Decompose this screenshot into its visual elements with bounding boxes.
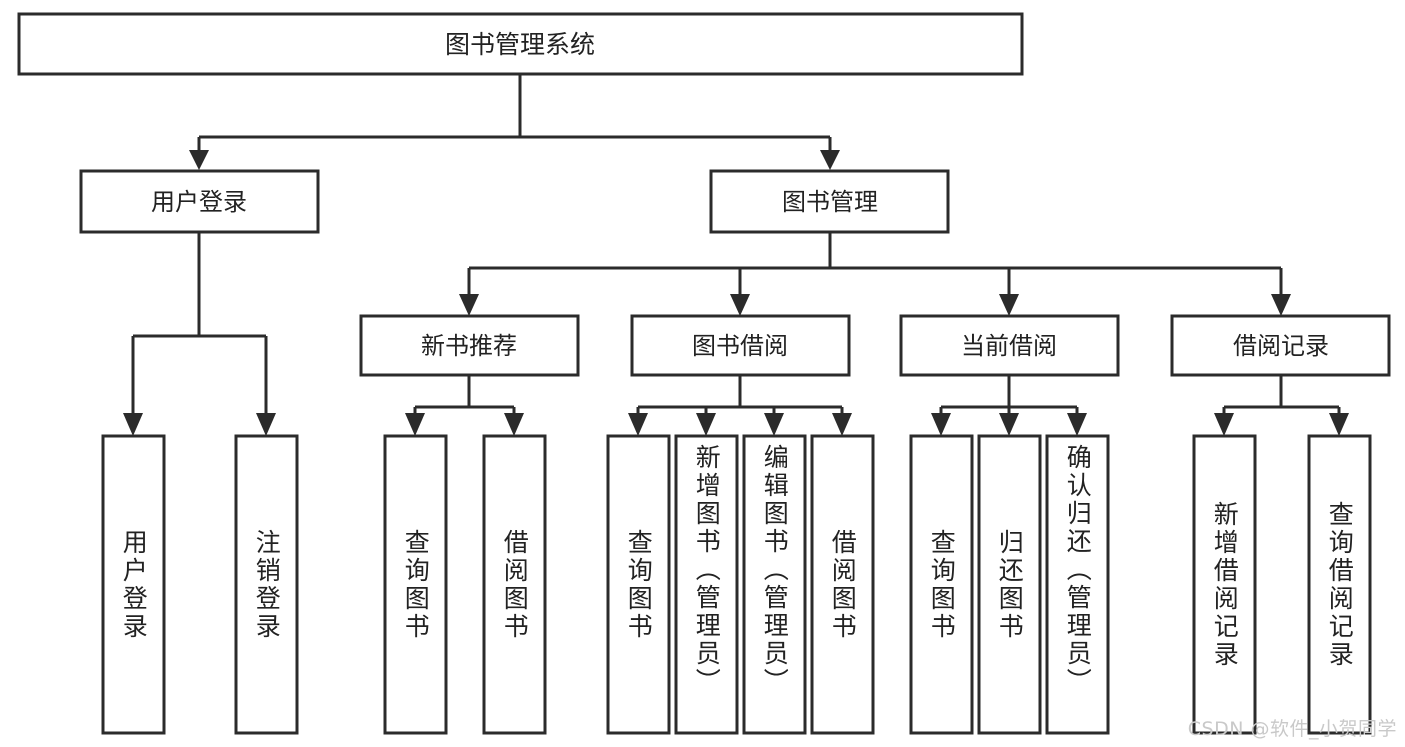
node-borrow-record[interactable]: 借阅记录: [1170, 314, 1391, 377]
leaf-box-layer: [101, 434, 1372, 735]
arrow-head-leaf-logout: [256, 413, 276, 436]
leaf-box-logout[interactable]: [234, 434, 299, 735]
node-new-book-recommend-label: 新书推荐: [421, 332, 517, 360]
node-root[interactable]: 图书管理系统: [17, 12, 1024, 76]
leaf-box-borrow-add-book[interactable]: [674, 434, 739, 735]
node-root-box[interactable]: [17, 12, 1024, 76]
arrow-head-current-leaf-2: [999, 413, 1019, 436]
node-book-management-box[interactable]: [709, 169, 950, 234]
arrow-head-book-mgmt: [820, 150, 840, 170]
node-book-management-label: 图书管理: [782, 188, 878, 216]
arrow-head-borrow-record: [1271, 294, 1291, 316]
leaf-box-recommend-borrow-book[interactable]: [482, 434, 547, 735]
arrow-head-recommend-leaf-2: [504, 413, 524, 436]
node-borrow-record-box[interactable]: [1170, 314, 1391, 377]
leaf-box-borrow-edit-book[interactable]: [742, 434, 807, 735]
node-current-borrow-box[interactable]: [899, 314, 1120, 377]
leaf-box-current-query-book[interactable]: [909, 434, 974, 735]
arrow-head-current-borrow: [999, 294, 1019, 316]
leaf-box-record-query[interactable]: [1307, 434, 1372, 735]
node-borrow-record-label: 借阅记录: [1233, 332, 1329, 360]
arrow-head-record-leaf-1: [1214, 413, 1234, 436]
arrow-head-borrow-leaf-3: [764, 413, 784, 436]
node-book-borrow[interactable]: 图书借阅: [630, 314, 851, 377]
node-book-borrow-label: 图书借阅: [692, 332, 788, 360]
arrow-head-book-borrow: [730, 294, 750, 316]
node-current-borrow[interactable]: 当前借阅: [899, 314, 1120, 377]
arrow-head-record-leaf-2: [1329, 413, 1349, 436]
arrow-head-borrow-leaf-4: [832, 413, 852, 436]
node-current-borrow-label: 当前借阅: [961, 332, 1057, 360]
leaf-box-current-return-book[interactable]: [977, 434, 1042, 735]
node-user-login-label: 用户登录: [151, 188, 247, 216]
leaf-box-recommend-query-book[interactable]: [383, 434, 448, 735]
node-user-login[interactable]: 用户登录: [79, 169, 320, 234]
node-book-management[interactable]: 图书管理: [709, 169, 950, 234]
node-root-label: 图书管理系统: [445, 30, 595, 59]
arrow-head-current-leaf-1: [931, 413, 951, 436]
arrow-head-borrow-leaf-1: [628, 413, 648, 436]
arrow-head-user-login: [189, 150, 209, 170]
node-new-book-recommend-box[interactable]: [359, 314, 580, 377]
node-book-borrow-box[interactable]: [630, 314, 851, 377]
arrow-head-current-leaf-3: [1067, 413, 1087, 436]
arrow-head-new-book-recommend: [459, 294, 479, 316]
connector-layer: [123, 74, 1349, 436]
leaf-box-borrow-borrow-book[interactable]: [810, 434, 875, 735]
leaf-box-user-login[interactable]: [101, 434, 166, 735]
leaf-box-borrow-query-book[interactable]: [606, 434, 671, 735]
arrow-head-borrow-leaf-2: [696, 413, 716, 436]
arrow-head-leaf-user-login: [123, 413, 143, 436]
arrow-head-recommend-leaf-1: [405, 413, 425, 436]
leaf-box-record-add[interactable]: [1192, 434, 1257, 735]
node-user-login-box[interactable]: [79, 169, 320, 234]
node-new-book-recommend[interactable]: 新书推荐: [359, 314, 580, 377]
watermark-csdn: CSDN @软件_小贺同学: [1187, 718, 1397, 740]
leaf-box-current-confirm-return[interactable]: [1045, 434, 1110, 735]
